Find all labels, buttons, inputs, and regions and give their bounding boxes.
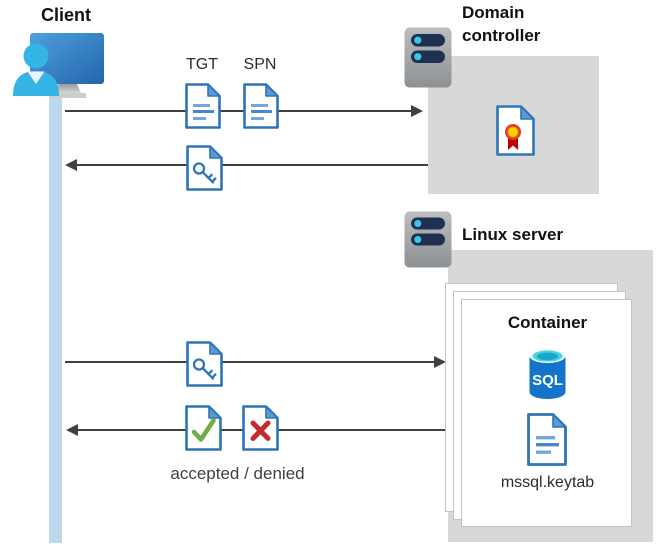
arrow-client-to-dc — [65, 110, 412, 112]
arrowhead-left-icon — [65, 159, 77, 171]
sql-database-icon: SQL — [527, 347, 568, 403]
client-lifeline — [49, 84, 62, 543]
spn-document-icon — [243, 83, 279, 129]
key-ticket-document-icon — [186, 145, 223, 191]
tgt-label: TGT — [186, 56, 218, 73]
arrowhead-left-icon — [66, 424, 78, 436]
client-workstation-icon — [6, 26, 110, 98]
linux-server-label: Linux server — [462, 225, 564, 244]
domain-controller-label: Domain controller — [462, 3, 541, 45]
mssql-keytab-label: mssql.keytab — [500, 474, 595, 491]
arrow-client-to-linux — [65, 361, 435, 363]
container-label: Container — [507, 313, 588, 332]
denied-cross-document-icon — [242, 405, 279, 451]
key-ticket-document-icon — [186, 341, 223, 387]
accepted-check-document-icon — [185, 405, 222, 451]
arrowhead-right-icon — [411, 105, 423, 117]
spn-label: SPN — [243, 56, 277, 73]
certificate-icon — [496, 105, 535, 156]
tgt-document-icon — [185, 83, 221, 129]
container-card: Container SQL mssql.keytab — [461, 299, 632, 527]
keytab-document-icon — [527, 413, 567, 466]
server-icon — [404, 211, 452, 268]
arrowhead-right-icon — [434, 356, 446, 368]
sql-text: SQL — [532, 372, 563, 389]
accepted-denied-caption: accepted / denied — [170, 464, 305, 483]
server-icon — [404, 27, 452, 88]
client-label: Client — [40, 5, 91, 25]
arrow-dc-to-client — [77, 164, 428, 166]
